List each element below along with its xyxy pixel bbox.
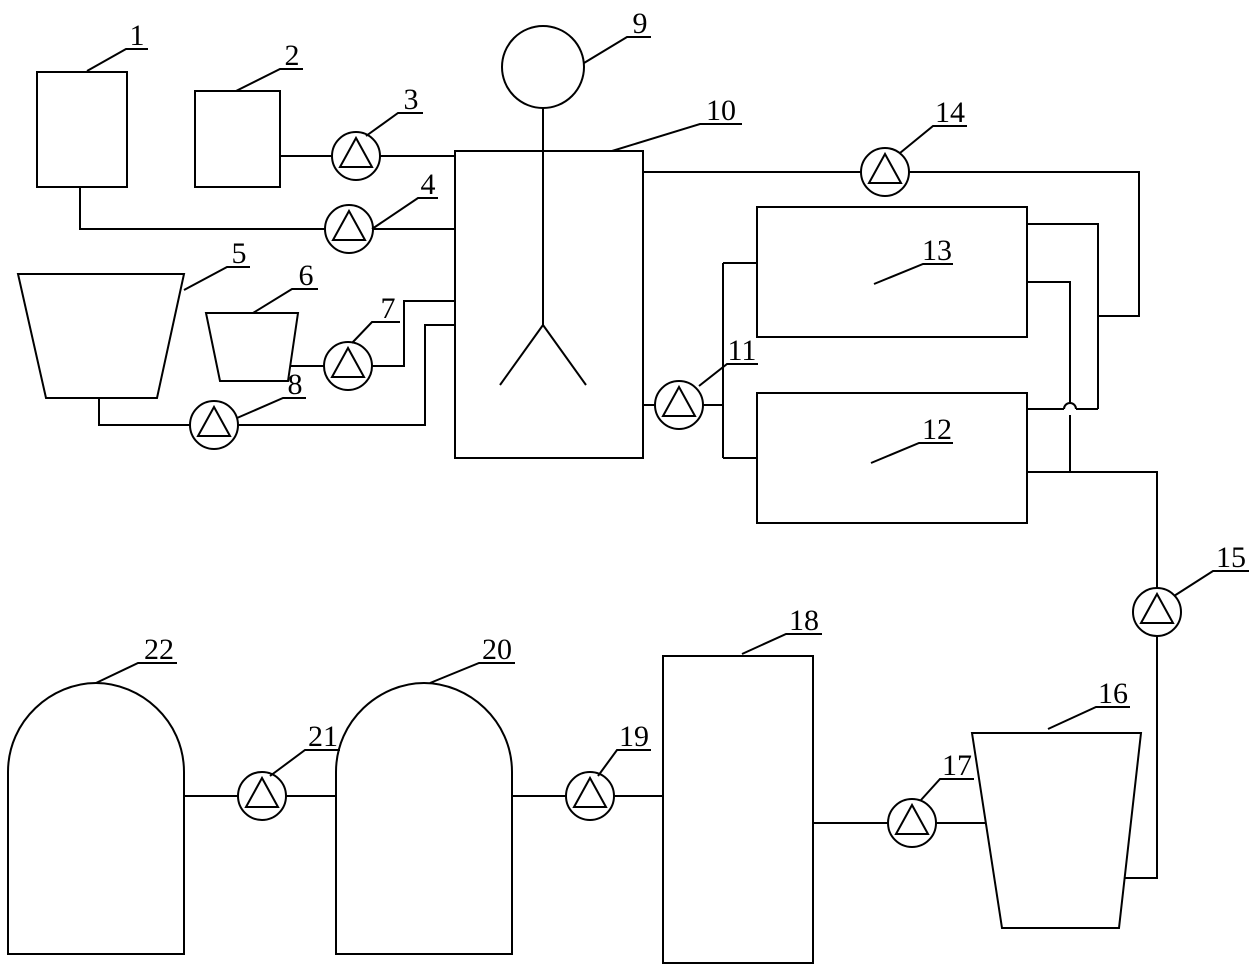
tank-16 xyxy=(970,732,1143,929)
hopper-6 xyxy=(204,312,300,382)
pump-19 xyxy=(565,771,615,821)
dome-tank-20 xyxy=(335,681,513,955)
label-14: 14 xyxy=(935,96,965,129)
pump-14 xyxy=(860,147,910,197)
label-21: 21 xyxy=(308,720,338,753)
label-20: 20 xyxy=(482,633,512,666)
label-13: 13 xyxy=(922,234,952,267)
label-22: 22 xyxy=(144,633,174,666)
vessel-1 xyxy=(36,71,128,188)
leader-lines xyxy=(86,36,1249,801)
label-16: 16 xyxy=(1098,677,1128,710)
label-9: 9 xyxy=(633,7,648,40)
label-11: 11 xyxy=(728,334,757,367)
pump-11 xyxy=(654,380,704,430)
label-2: 2 xyxy=(285,39,300,72)
agitator-motor-9 xyxy=(501,25,585,109)
pump-21 xyxy=(237,771,287,821)
label-5: 5 xyxy=(232,237,247,270)
label-6: 6 xyxy=(299,259,314,292)
vessel-2 xyxy=(194,90,281,188)
label-17: 17 xyxy=(942,749,972,782)
pump-8 xyxy=(189,400,239,450)
pump-7 xyxy=(323,341,373,391)
hopper-5 xyxy=(16,273,186,399)
label-3: 3 xyxy=(404,83,419,116)
unit-13 xyxy=(756,206,1028,338)
tank-18 xyxy=(662,655,814,964)
pump-17 xyxy=(887,798,937,848)
label-7: 7 xyxy=(381,292,396,325)
pump-3 xyxy=(331,131,381,181)
label-1: 1 xyxy=(130,19,145,52)
label-18: 18 xyxy=(789,604,819,637)
label-10: 10 xyxy=(706,94,736,127)
label-12: 12 xyxy=(922,413,952,446)
unit-12 xyxy=(756,392,1028,524)
pump-15 xyxy=(1132,587,1182,637)
label-4: 4 xyxy=(421,168,436,201)
callout-labels: 1 2 3 4 5 6 7 8 9 10 11 13 12 14 15 16 1… xyxy=(130,7,1247,782)
agitator-icon xyxy=(499,25,587,386)
label-8: 8 xyxy=(288,368,303,401)
label-15: 15 xyxy=(1216,541,1246,574)
pump-4 xyxy=(324,204,374,254)
dome-tank-22 xyxy=(7,681,185,955)
label-19: 19 xyxy=(619,720,649,753)
reactor-10 xyxy=(454,150,644,459)
